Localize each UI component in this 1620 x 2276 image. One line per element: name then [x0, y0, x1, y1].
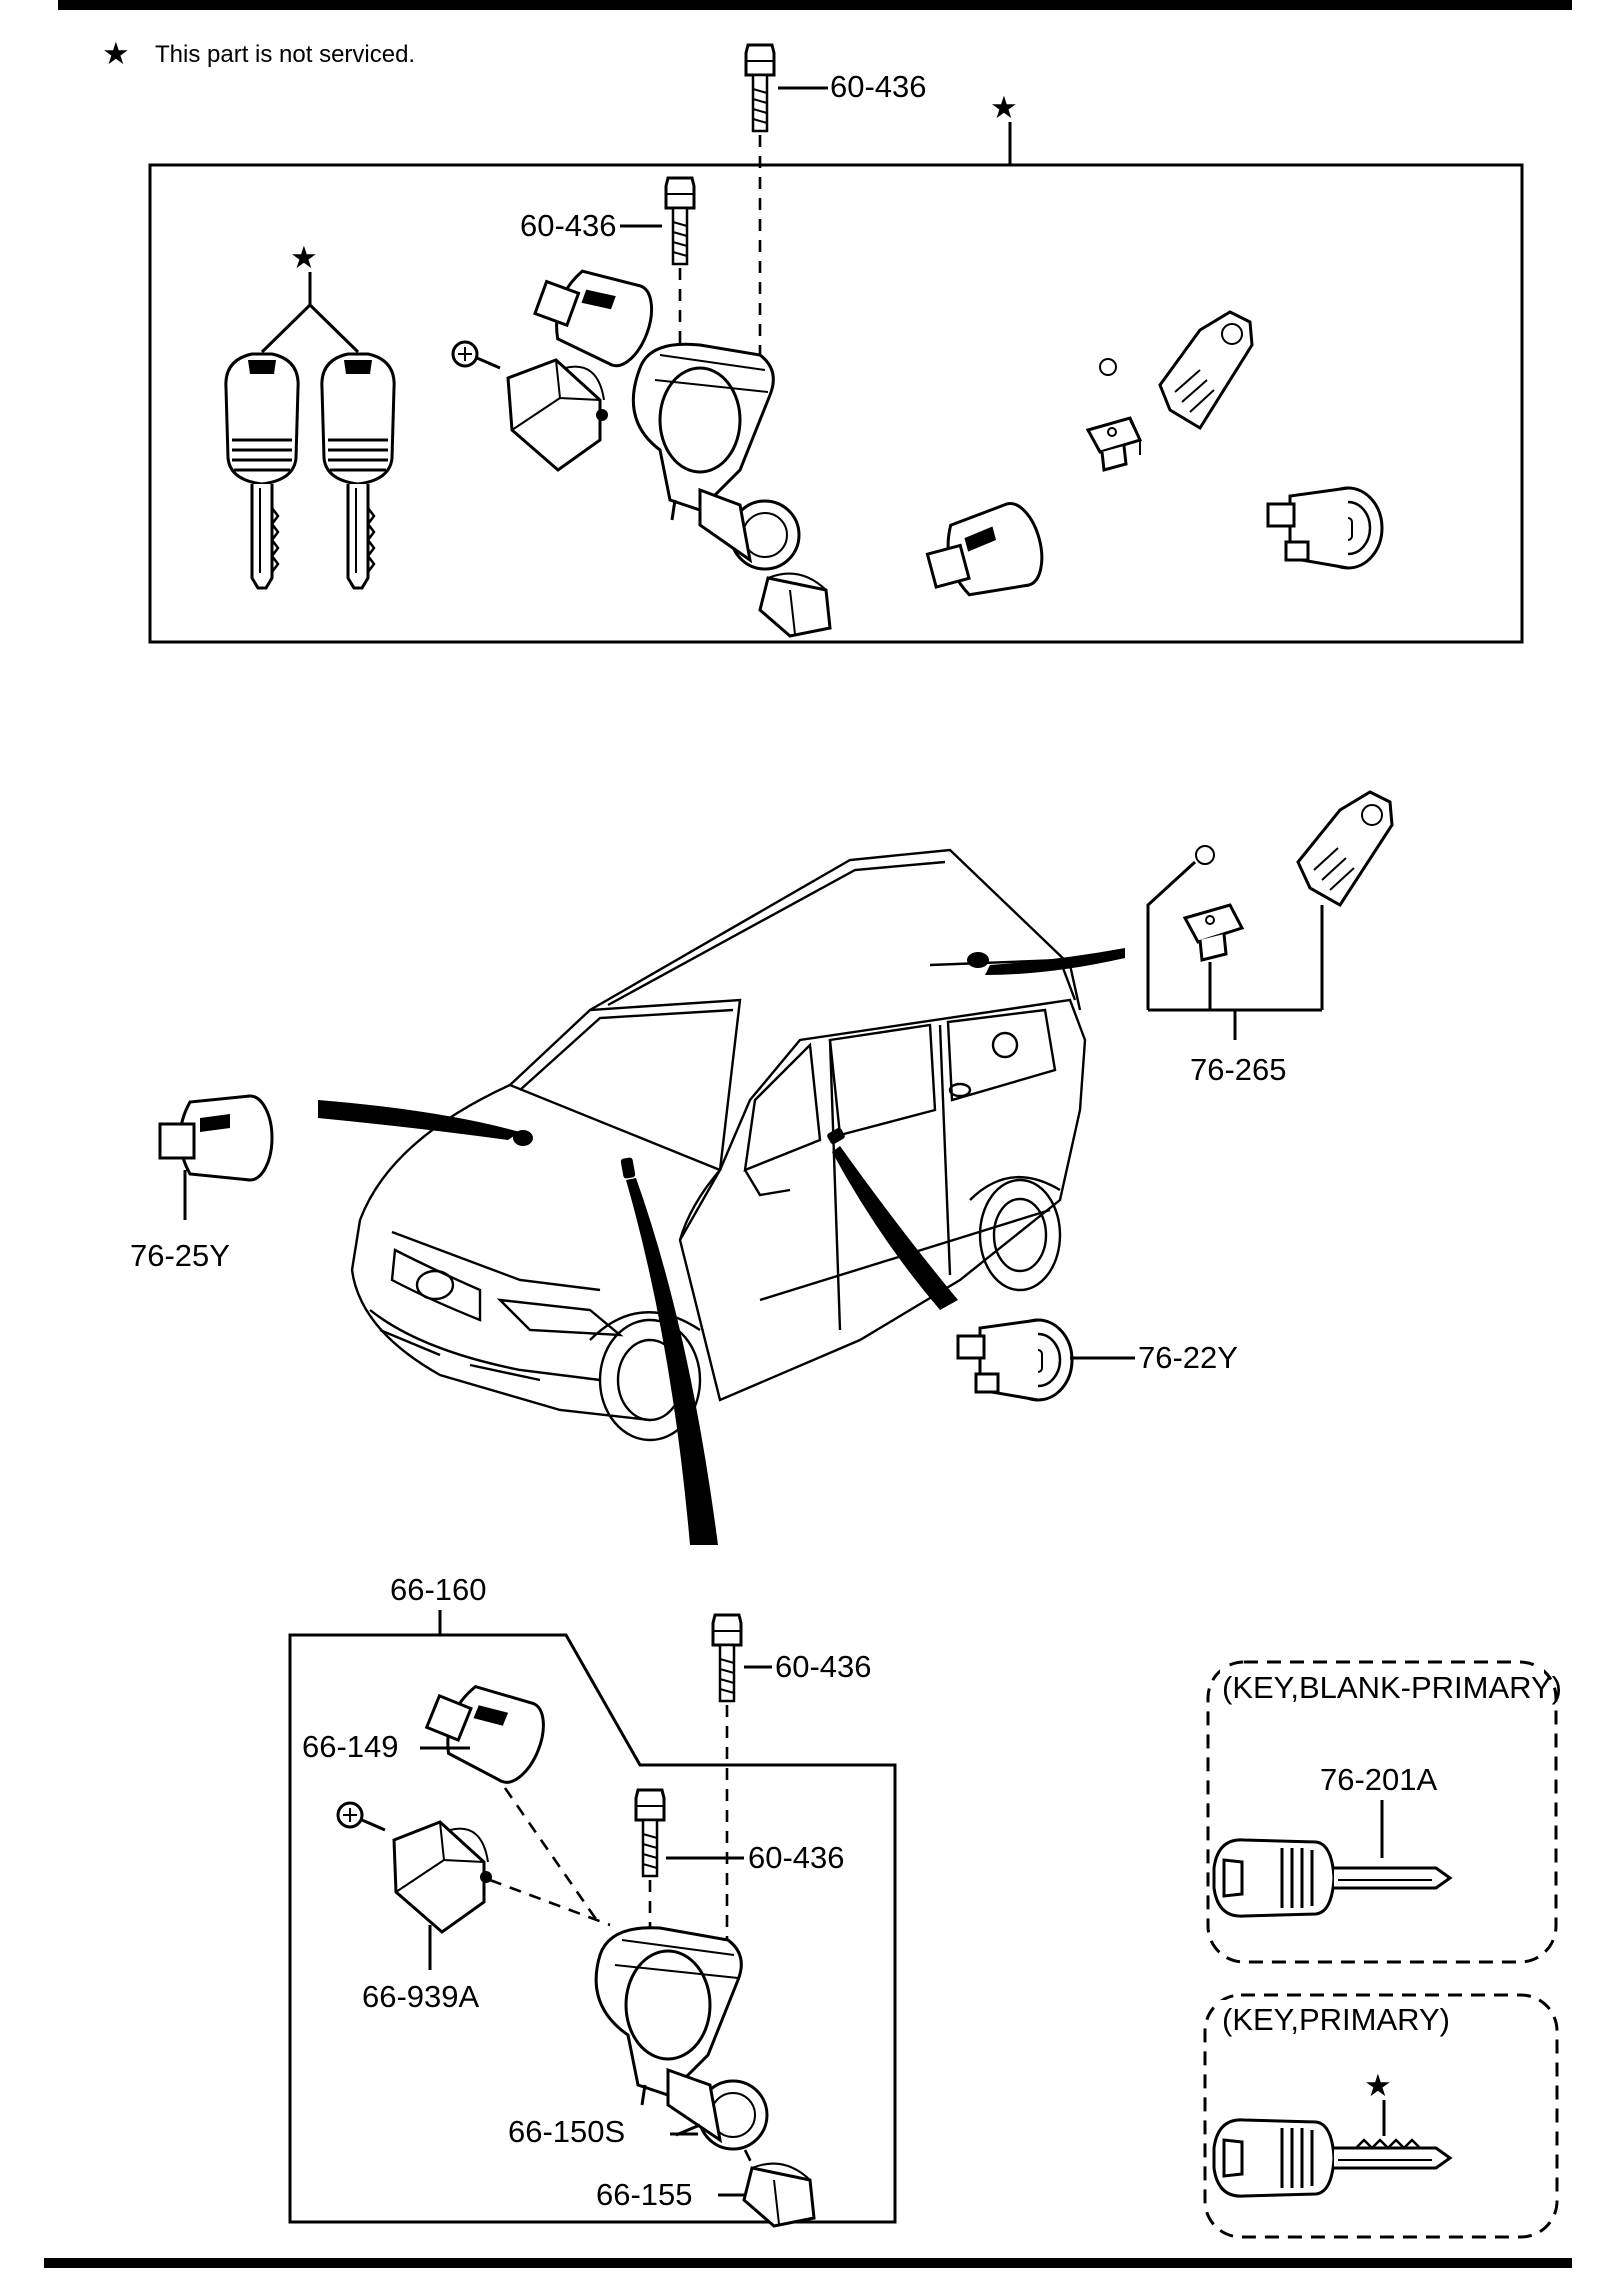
key-blank-panel: (KEY,BLANK-PRIMARY) 76-201A	[1206, 1660, 1562, 1964]
bolt-icon	[664, 176, 696, 266]
bracket-icon	[1085, 416, 1143, 472]
label-66-150S: 66-150S	[508, 2114, 625, 2149]
key-primary-panel: (KEY,PRIMARY) ★	[1203, 1993, 1559, 2239]
hatch-latch-icon	[1296, 790, 1394, 908]
immobilizer-unit-icon	[392, 1820, 492, 1934]
key-blank-icon	[1212, 1838, 1453, 1918]
steering-lock-housing-icon	[631, 342, 801, 571]
label-66-160: 66-160	[390, 1572, 487, 1607]
pointer-wedge	[626, 1178, 718, 1545]
legend-note: This part is not serviced.	[155, 41, 415, 68]
star-icon: ★	[290, 240, 318, 275]
o-ring-icon	[1099, 358, 1117, 376]
bolt-icon	[711, 1613, 743, 1703]
label-60-436-ign-outer: 60-436	[775, 1649, 872, 1684]
screw-icon	[451, 340, 501, 370]
lock-set-assembly-box: ★ 60-436 60-436 ★	[148, 43, 1524, 644]
hood-lock-cylinder-icon	[158, 1094, 274, 1182]
pointer-wedge	[985, 948, 1125, 975]
label-66-149: 66-149	[302, 1729, 399, 1764]
bottom-border	[44, 2258, 1572, 2268]
label-66-939A: 66-939A	[362, 1979, 480, 2014]
bracket-icon	[1182, 903, 1245, 962]
label-76-22Y: 76-22Y	[1138, 1340, 1238, 1375]
steering-lock-housing-icon	[594, 1926, 769, 2151]
ignition-lock-set: 66-160 60-436 66-149 66-939A	[288, 1572, 897, 2228]
lock-cylinder-icon	[416, 1668, 556, 1792]
screw-icon	[336, 1801, 386, 1832]
immobilizer-unit-icon	[506, 358, 608, 472]
bolt-icon	[744, 43, 776, 133]
hatch-latch-icon	[1158, 310, 1254, 431]
key-icon	[1212, 2118, 1453, 2198]
door-lock-cylinder-icon	[956, 1318, 1074, 1402]
o-ring-icon	[1195, 845, 1215, 865]
ignition-knob-icon	[742, 2162, 816, 2228]
label-76-265: 76-265	[1190, 1052, 1287, 1087]
pointer-wedge	[318, 1100, 520, 1140]
door-lock-cylinder-icon	[1266, 486, 1384, 570]
bolt-icon	[634, 1788, 666, 1878]
label-60-436-top-inner: 60-436	[520, 208, 617, 243]
star-icon: ★	[1364, 2068, 1392, 2103]
key-primary-panel-title: (KEY,PRIMARY)	[1222, 2002, 1450, 2037]
star-icon: ★	[990, 90, 1018, 125]
label-60-436-top-outer: 60-436	[830, 69, 927, 104]
label-66-155: 66-155	[596, 2177, 693, 2212]
pointer-wedge	[832, 1146, 958, 1310]
key-icon	[224, 352, 300, 590]
label-76-25Y: 76-25Y	[130, 1238, 230, 1273]
key-icon	[320, 352, 396, 590]
lock-cylinder-icon	[918, 496, 1052, 610]
ignition-knob-icon	[758, 572, 832, 638]
vehicle-illustration	[350, 848, 1087, 1442]
lock-cylinder-icon	[525, 253, 663, 375]
label-60-436-ign-inner: 60-436	[748, 1840, 845, 1875]
key-blank-panel-title: (KEY,BLANK-PRIMARY)	[1222, 1670, 1562, 1705]
star-icon: ★	[102, 36, 130, 71]
top-border	[58, 0, 1572, 10]
label-76-201A: 76-201A	[1320, 1762, 1438, 1797]
